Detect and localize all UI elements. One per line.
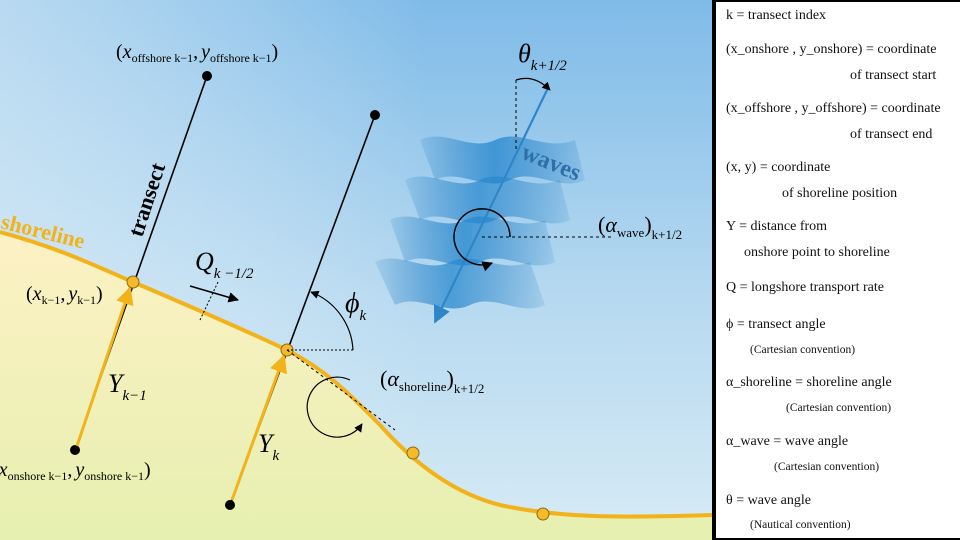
legend-line: (Cartesian convention)	[750, 344, 856, 356]
alpha-shoreline-label: (αshoreline)k+1/2	[380, 366, 484, 396]
wave-direction-arrow	[433, 87, 549, 324]
onshore-coordinate-label: (xonshore k−1,yonshore k−1)	[0, 459, 151, 483]
legend-line: onshore point to shoreline	[744, 245, 890, 260]
offshore-point-k-minus-1	[202, 71, 212, 81]
y-k-minus-1-label: Yk−1	[108, 369, 147, 404]
alpha-wave-label: (αwave)k+1/2	[598, 212, 682, 242]
q-arrow	[189, 285, 240, 303]
q-label: Qk −1/2	[195, 247, 254, 282]
shoreline-point-k-minus-1	[126, 275, 140, 289]
onshore-point-k	[225, 500, 235, 510]
legend-line: (x, y) = coordinate	[726, 160, 831, 175]
y-k-minus-1-arrow	[75, 286, 134, 447]
legend-line: (x_onshore , y_onshore) = coordinate	[726, 42, 937, 57]
alpha-wave-arc	[453, 208, 511, 272]
legend-line: k = transect index	[726, 8, 827, 23]
alpha-shoreline-arc	[306, 376, 363, 438]
legend-line: θ = wave angle	[726, 493, 811, 508]
offshore-coordinate-label: (xoffshore k−1,yoffshore k−1)	[116, 41, 278, 65]
y-k-label: Yk	[258, 429, 279, 464]
onshore-point-k-minus-1	[70, 445, 80, 455]
legend-line: α_wave = wave angle	[726, 434, 849, 449]
offshore-point-k	[370, 110, 380, 120]
legend-line: Q = longshore transport rate	[726, 280, 884, 295]
legend-line: ϕ = transect angle	[726, 317, 826, 332]
shoreline-coordinate-label: (xk−1,yk−1)	[26, 283, 103, 307]
legend-line: of transect end	[850, 127, 933, 142]
legend-line: (Nautical convention)	[750, 519, 851, 531]
legend-line: (Cartesian convention)	[786, 402, 892, 414]
legend-line: Y = distance from	[726, 219, 828, 234]
land-area	[0, 232, 712, 540]
legend-line: (x_offshore , y_offshore) = coordinate	[726, 101, 941, 116]
y-k-arrow	[230, 354, 287, 501]
theta-arc	[515, 77, 551, 91]
legend-line: of shoreline position	[782, 186, 898, 201]
legend-line: of transect start	[850, 68, 937, 83]
phi-label: ϕk	[345, 288, 367, 324]
shoreline-point-k-plus-2	[536, 507, 550, 521]
coastline-diagram: shoreline waves θk+1/2 (αwave)k+1/2 tran…	[0, 0, 712, 540]
legend-line: (Cartesian convention)	[774, 461, 880, 473]
shoreline-tangent-line	[286, 349, 396, 431]
q-reference-line	[199, 281, 219, 321]
legend-line: α_shoreline = shoreline angle	[726, 375, 892, 390]
legend-panel: k = transect index (x_onshore , y_onshor…	[716, 2, 960, 538]
waves-band	[375, 136, 585, 309]
theta-label: θk+1/2	[518, 39, 567, 74]
phi-arc	[310, 290, 354, 351]
shoreline-point-k-plus-1	[406, 446, 420, 460]
